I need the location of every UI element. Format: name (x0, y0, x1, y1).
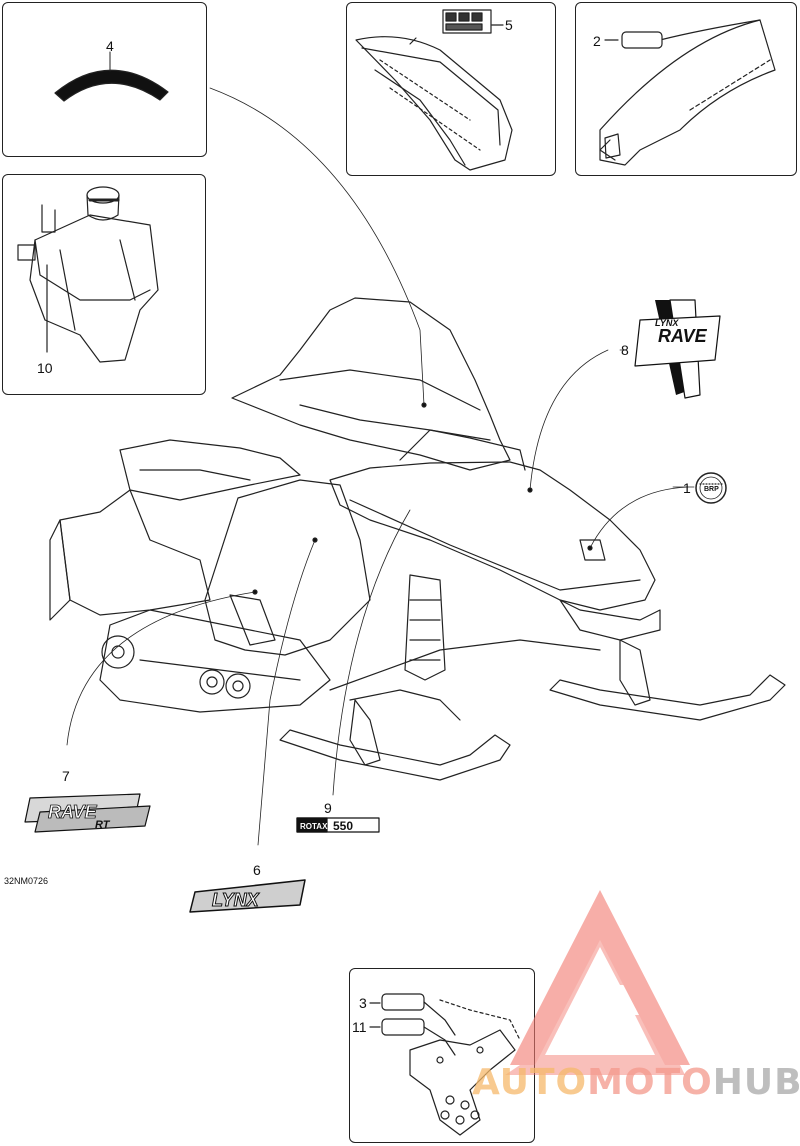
decal-7-subtext: RT (95, 819, 111, 831)
decal-9-brand: ROTAX (300, 822, 328, 831)
leader-lines (66, 87, 689, 846)
wordmark-hub: HUB (712, 1062, 800, 1103)
wordmark-moto: MOTO (587, 1062, 713, 1103)
callout-2: 2 (593, 33, 601, 49)
callout-8: 8 (621, 342, 629, 358)
drawing-code: 32NM0726 (4, 876, 49, 886)
decal-8-text: RAVE (658, 326, 708, 346)
decal-1-round-badge (672, 472, 727, 504)
bracket-3-11 (369, 993, 521, 1136)
decal-8-subtext: LYNX (655, 318, 679, 328)
decal-9-model: 550 (333, 819, 353, 833)
panel-part-2 (575, 2, 797, 176)
callout-5: 5 (505, 17, 513, 33)
callout-4: 4 (106, 38, 114, 54)
callout-6: 6 (253, 862, 261, 878)
decal-4-arc (54, 69, 169, 102)
decal-8-lynx-rave (634, 299, 721, 399)
automotohub-wordmark: AUTOMOTOHUB (472, 1062, 800, 1103)
callout-1: 1 (683, 480, 691, 496)
oil-tank-10 (17, 186, 159, 363)
decal-6-lynx (189, 879, 306, 913)
panel-part-3-11 (349, 968, 535, 1143)
callout-9: 9 (324, 800, 332, 816)
side-panel-5 (355, 9, 513, 171)
decal-1-text: BRP (704, 486, 719, 493)
decal-6-text: LYNX (212, 890, 260, 910)
automotohub-logo (505, 890, 690, 1075)
panel-part-10 (2, 174, 206, 395)
decal-9-rotax (296, 817, 380, 833)
tunnel-2 (599, 19, 776, 166)
snowmobile (49, 297, 786, 781)
callout-10: 10 (37, 360, 53, 376)
decal-7-rave (24, 793, 151, 833)
callout-11: 11 (352, 1019, 367, 1035)
callout-7: 7 (62, 768, 70, 784)
callout-3: 3 (359, 995, 367, 1011)
decal-7-text: RAVE (48, 802, 98, 822)
wordmark-auto: AUTO (472, 1062, 588, 1103)
